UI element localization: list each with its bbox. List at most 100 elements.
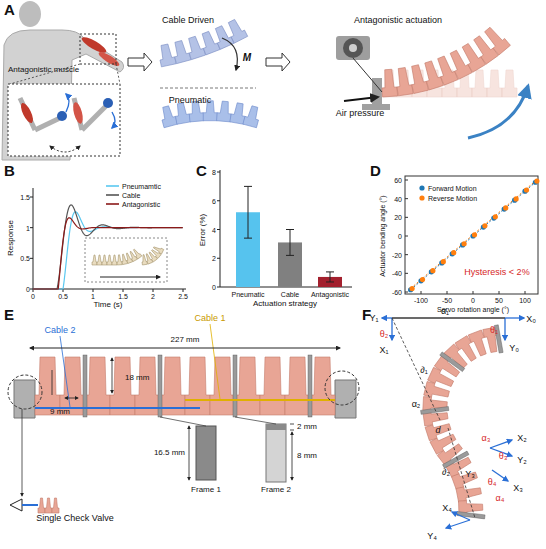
- axis-title: Time (s): [93, 301, 122, 309]
- step-response-chart: [30, 188, 186, 292]
- actuator-dimensions: [45, 498, 52, 513]
- error-bar-chart: [286, 255, 294, 256]
- hysteresis-chart: [493, 214, 498, 219]
- antagonistic-actuator: [343, 38, 363, 58]
- muscle-sketch: [66, 94, 69, 112]
- antagonistic-actuator: [336, 36, 370, 60]
- tick-label: 0: [31, 293, 35, 300]
- step-response-chart: [102, 255, 107, 265]
- tick-label: -40: [392, 270, 402, 277]
- step-response-chart: [121, 254, 128, 265]
- actuation-concept: [173, 102, 190, 124]
- step-response-chart: [112, 255, 117, 265]
- actuator-dimensions: [210, 357, 235, 415]
- actuator-dimensions: [30, 348, 340, 349]
- actuation-concept: [171, 39, 191, 63]
- hysteresis-chart: [534, 178, 539, 183]
- antagonistic-actuator: [394, 67, 413, 96]
- step-response-chart: [107, 255, 112, 265]
- actuator-dimensions: [160, 357, 185, 415]
- kinematic-symbol: α₄: [496, 494, 505, 503]
- antagonistic-actuator: [472, 70, 487, 97]
- human-figure: [2, 1, 124, 160]
- hysteresis-chart: [473, 291, 474, 294]
- kinematic-model: [505, 317, 524, 318]
- tick-label: 1: [91, 293, 95, 300]
- actuation-concept: [243, 105, 262, 128]
- kinematic-model: [456, 484, 482, 502]
- human-figure: [97, 50, 121, 69]
- antagonistic-actuator: [408, 64, 429, 94]
- step-response-chart: [132, 248, 142, 259]
- hysteresis-chart: [405, 292, 408, 293]
- kinematic-symbol: ∂₁: [420, 366, 427, 375]
- step-response-chart: [100, 277, 160, 278]
- actuator-dimensions: [266, 424, 286, 430]
- kinematic-symbol: d: [435, 426, 440, 435]
- actuation-concept: [185, 35, 206, 60]
- actuator-dimensions: [292, 432, 293, 480]
- error-bar-chart: [217, 200, 220, 201]
- antagonistic-actuator: [472, 70, 487, 97]
- antagonistic-actuator: [502, 70, 517, 97]
- step-response-chart: [30, 197, 33, 198]
- actuator-dimensions: [22, 409, 23, 496]
- kinematic-model: [457, 511, 485, 518]
- step-response-chart: [102, 255, 107, 265]
- tick-label: 0.5: [20, 255, 30, 262]
- hysteresis-chart: [405, 273, 408, 274]
- actuation-concept: [198, 30, 220, 55]
- actuator-dimensions: [260, 357, 285, 415]
- actuator-dimensions: [233, 355, 237, 417]
- step-response-chart: [92, 255, 97, 265]
- dimension-label: 9 mm: [50, 408, 70, 416]
- hysteresis-chart: [411, 181, 536, 289]
- antagonistic-actuator: [408, 64, 429, 94]
- actuation-concept: [222, 38, 237, 70]
- step-response-chart: [183, 289, 184, 292]
- kinematic-model: [457, 511, 485, 518]
- tick-label: 2: [212, 255, 216, 262]
- step-response-chart: [107, 255, 112, 265]
- hysteresis-chart: [525, 291, 526, 294]
- actuator-dimensions: [85, 357, 110, 415]
- actuator-dimensions: [22, 504, 38, 506]
- actuator-dimensions: [290, 430, 294, 431]
- actuator-dimensions: [160, 357, 185, 415]
- actuation-concept: [173, 102, 190, 124]
- hysteresis-chart: [430, 268, 435, 273]
- error-bar-chart: [217, 258, 220, 259]
- antagonistic-actuator: [394, 67, 413, 96]
- actuation-concept: [243, 105, 262, 128]
- actuator-dimensions: [10, 499, 22, 511]
- actuator-dimensions: [285, 357, 310, 415]
- kinematic-model: [440, 352, 465, 372]
- actuator-dimensions: [308, 355, 312, 417]
- kinematic-symbol: X₃: [513, 484, 523, 493]
- dimension-label: Cable 2: [44, 326, 75, 335]
- legend-swatch: [106, 185, 119, 187]
- hysteresis-chart: [451, 250, 456, 255]
- actuator-dimensions: [52, 498, 59, 513]
- annotation-label: Hysteresis < 2%: [464, 268, 529, 277]
- hysteresis-chart: [410, 286, 415, 291]
- hysteresis-chart: [499, 291, 500, 294]
- tick-label: 0: [26, 286, 30, 293]
- step-response-chart: [33, 188, 34, 289]
- actuator-dimensions: [210, 357, 235, 415]
- hysteresis-chart: [411, 182, 536, 290]
- actuator-dimensions: [210, 324, 220, 399]
- panel-letter: D: [370, 163, 381, 178]
- actuator-dimensions: [185, 357, 210, 415]
- kinematic-model: [392, 318, 505, 319]
- antagonistic-actuator: [502, 70, 517, 97]
- actuator-dimensions: [45, 498, 52, 513]
- actuator-dimensions: [112, 358, 113, 393]
- error-bar-chart: [244, 186, 252, 187]
- tick-label: 40: [394, 195, 402, 202]
- legend-text: Antagonistic: [122, 201, 160, 208]
- kinematic-symbol: θ₁: [490, 326, 498, 335]
- tick-label: -50: [442, 297, 452, 304]
- antagonistic-actuator: [353, 58, 382, 92]
- dimension-label: 16.5 mm: [154, 449, 185, 457]
